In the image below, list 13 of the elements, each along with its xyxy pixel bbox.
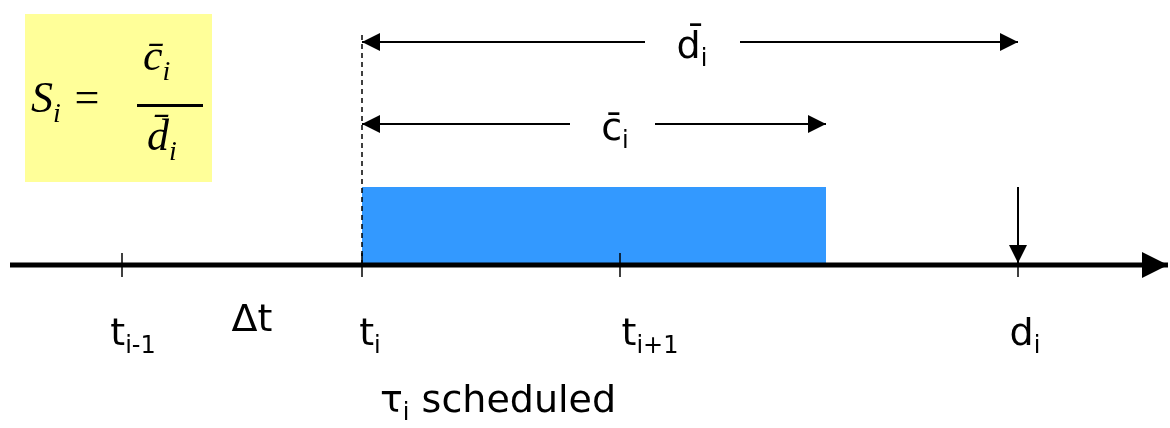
dimension-label: c̄$_{i}$ bbox=[601, 107, 629, 153]
time-label: t$_{i}$ bbox=[359, 312, 381, 358]
numerator-text: c̄$_{i}$ bbox=[143, 34, 171, 85]
denominator-text: d̄$_{i}$ bbox=[147, 114, 177, 165]
time-label: t$_{i+1}$ bbox=[621, 312, 679, 358]
formula-text: S$_{i}$ = bbox=[31, 76, 102, 127]
time-label: Δt bbox=[231, 299, 273, 337]
deadline-label: d$_{i}$ bbox=[1009, 312, 1041, 358]
dimension-label: d̄$_{i}$ bbox=[676, 25, 708, 71]
execution-bar bbox=[362, 187, 826, 265]
time-label: t$_{i-1}$ bbox=[110, 312, 156, 358]
formula-box bbox=[25, 14, 212, 182]
task-label: τ$_{i}$ scheduled bbox=[379, 379, 617, 425]
